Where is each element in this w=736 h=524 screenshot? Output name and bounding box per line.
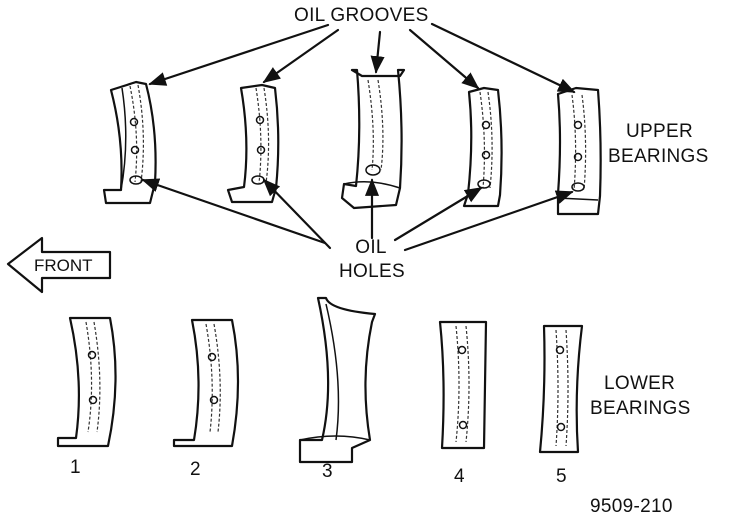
lower-bearing-1 — [56, 316, 117, 448]
front-label: FRONT — [34, 256, 93, 275]
oil-holes-label-line1: OIL — [355, 237, 387, 258]
upper-bearing-2 — [226, 83, 280, 204]
lower-bearing-number-3: 3 — [322, 461, 333, 482]
lower-bearing-4 — [438, 320, 488, 450]
lower-bearings-label-line1: LOWER — [604, 373, 676, 394]
front-arrow — [6, 236, 112, 294]
oil-grooves-label: OIL GROOVES — [294, 5, 429, 26]
lower-bearing-number-2: 2 — [190, 459, 201, 480]
lower-bearing-number-5: 5 — [556, 466, 567, 487]
lower-bearing-2 — [172, 318, 240, 448]
lower-bearing-3 — [298, 296, 377, 464]
figure-id: 9509-210 — [590, 496, 673, 517]
lower-bearing-5 — [538, 324, 584, 454]
oil-groove-arrows — [148, 22, 576, 94]
upper-bearing-4 — [462, 86, 503, 208]
oil-hole-arrows — [141, 178, 574, 252]
upper-bearing-1 — [102, 80, 157, 205]
upper-bearings-label-line1: UPPER — [626, 121, 693, 142]
lower-bearing-number-1: 1 — [70, 457, 81, 478]
lower-bearing-number-4: 4 — [454, 466, 465, 487]
lower-bearings-label-line2: BEARINGS — [590, 398, 691, 419]
oil-holes-label-line2: HOLES — [339, 261, 405, 282]
upper-bearings-label-line2: BEARINGS — [608, 146, 709, 167]
